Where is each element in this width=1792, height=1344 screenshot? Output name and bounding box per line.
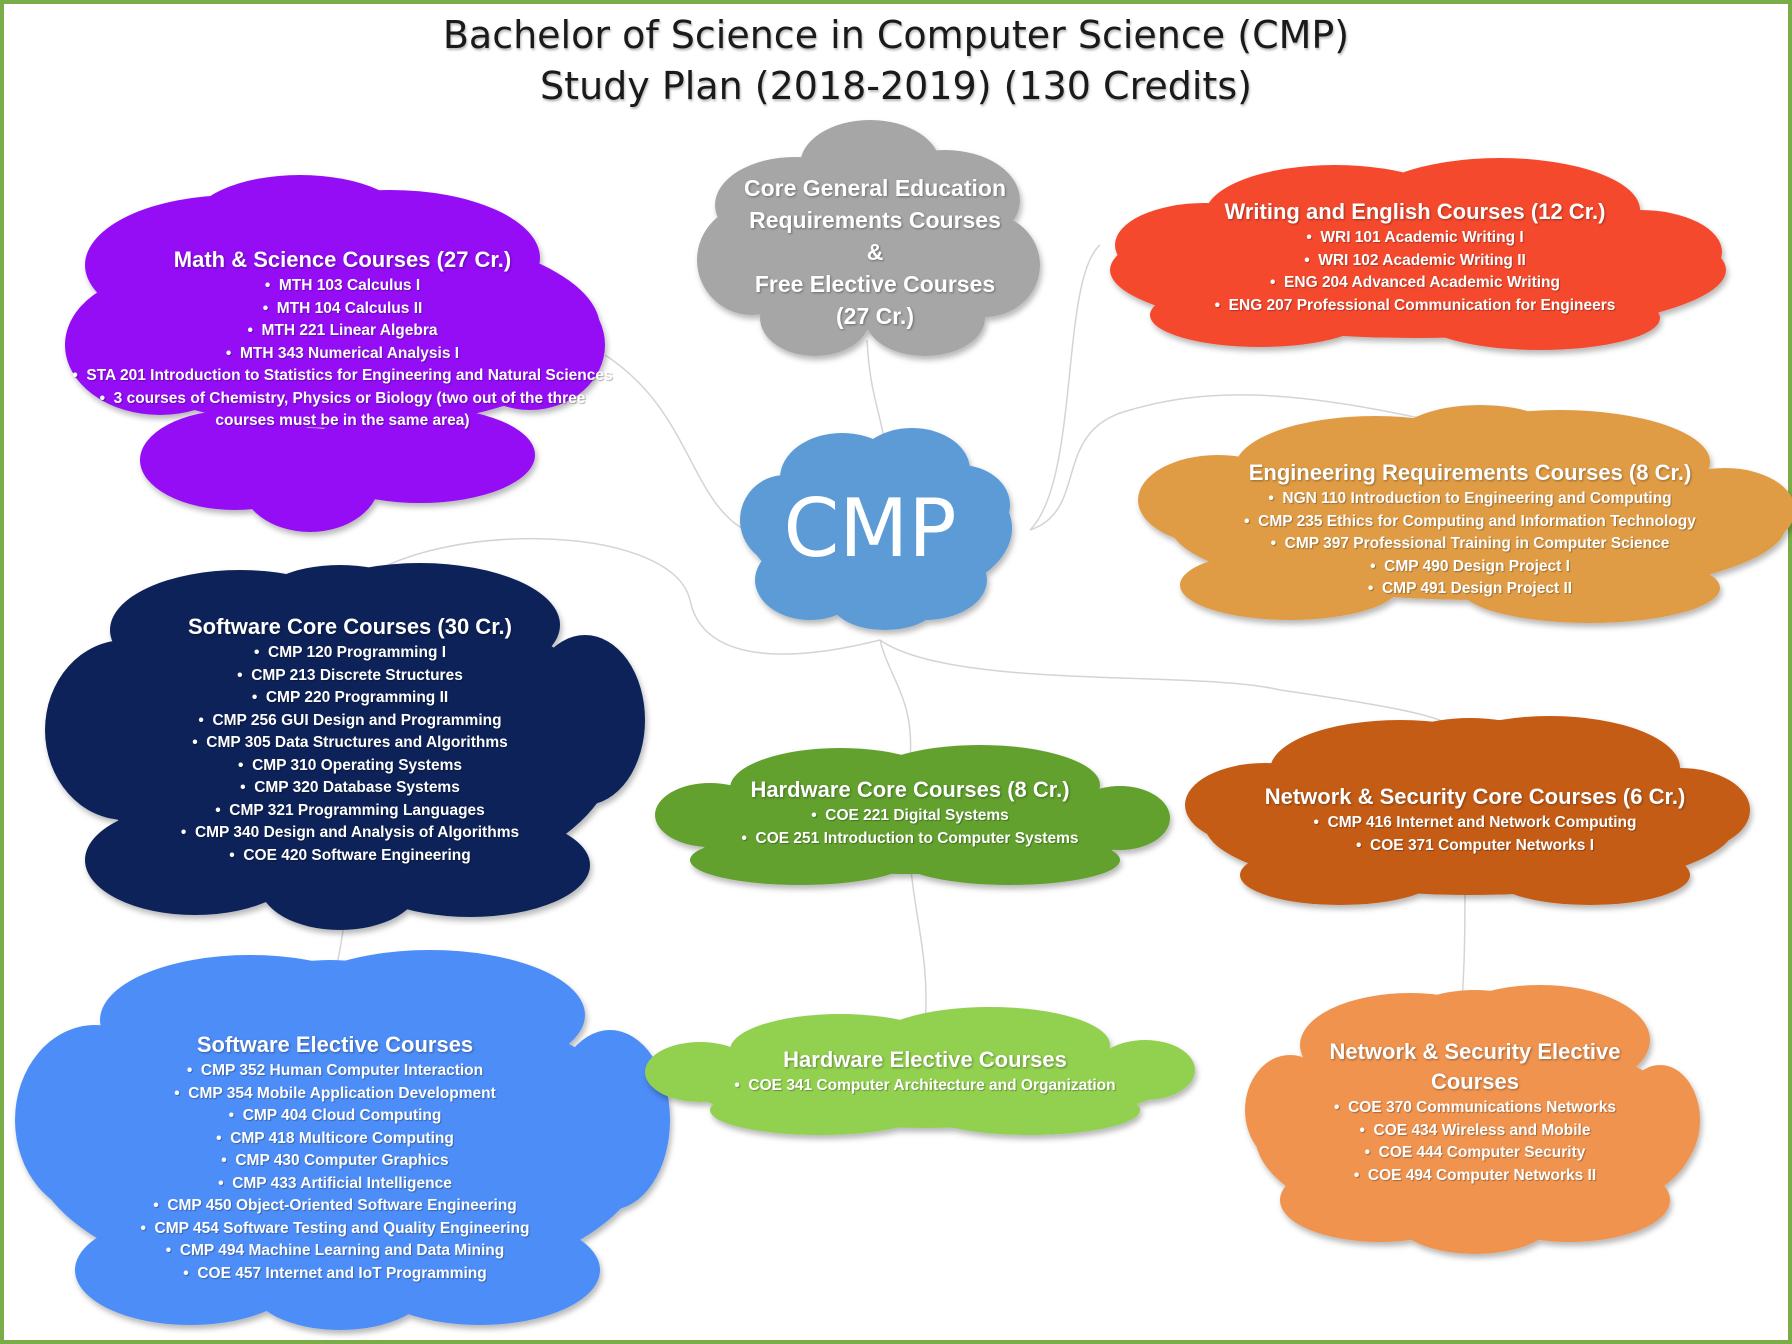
software-core-course: COE 420 Software Engineering — [110, 845, 590, 868]
software-core-course: CMP 213 Discrete Structures — [110, 665, 590, 688]
software-core-course: CMP 220 Programming II — [110, 687, 590, 710]
software-core-course: CMP 340 Design and Analysis of Algorithm… — [110, 822, 590, 845]
software-elective-course: CMP 430 Computer Graphics — [75, 1150, 595, 1173]
group-general: Core General Education Requirements Cour… — [715, 172, 1035, 332]
software-elective-course: CMP 352 Human Computer Interaction — [75, 1060, 595, 1083]
software-core-course: CMP 120 Programming I — [110, 642, 590, 665]
group-software-core: Software Core Courses (30 Cr.) CMP 120 P… — [110, 612, 590, 867]
center-label: CMP — [783, 482, 957, 575]
group-network-elective: Network & Security Elective Courses COE … — [1290, 1037, 1660, 1187]
title-line-1: Bachelor of Science in Computer Science … — [442, 13, 1350, 57]
connector-engineering — [1029, 394, 1451, 531]
math-heading: Math & Science Courses (27 Cr.) — [173, 247, 512, 272]
cloud-center — [740, 428, 1012, 630]
writing-course: ENG 204 Advanced Academic Writing — [1115, 272, 1715, 295]
general-heading-line-2: Requirements Courses — [749, 207, 1001, 233]
software-elective-course: CMP 354 Mobile Application Development — [75, 1083, 595, 1106]
group-hardware-core: Hardware Core Courses (8 Cr.) COE 221 Di… — [700, 775, 1120, 850]
group-network-core: Network & Security Core Courses (6 Cr.) … — [1230, 782, 1720, 857]
software-elective-course: COE 457 Internet and IoT Programming — [75, 1263, 595, 1286]
connector-math — [604, 354, 746, 531]
group-math: Math & Science Courses (27 Cr.) MTH 103 … — [70, 245, 615, 433]
engineering-course: CMP 490 Design Project I — [1160, 556, 1780, 579]
group-engineering: Engineering Requirements Courses (8 Cr.)… — [1160, 458, 1780, 601]
diagram-title: Bachelor of Science in Computer Science … — [0, 10, 1792, 112]
engineering-course: CMP 491 Design Project II — [1160, 578, 1780, 601]
software-elective-course: CMP 418 Multicore Computing — [75, 1128, 595, 1151]
math-course: 3 courses of Chemistry, Physics or Biolo… — [70, 388, 615, 433]
group-hardware-elective: Hardware Elective Courses COE 341 Comput… — [700, 1045, 1150, 1098]
general-heading-line-3: & — [866, 239, 884, 265]
math-course: MTH 104 Calculus II — [70, 298, 615, 321]
software-elective-course: CMP 494 Machine Learning and Data Mining — [75, 1240, 595, 1263]
network-elective-heading-line-1: Network & Security Elective — [1329, 1039, 1621, 1064]
software-elective-course: CMP 404 Cloud Computing — [75, 1105, 595, 1128]
group-writing: Writing and English Courses (12 Cr.) WRI… — [1115, 197, 1715, 317]
hardware-elective-heading: Hardware Elective Courses — [783, 1047, 1067, 1072]
software-elective-heading: Software Elective Courses — [196, 1032, 474, 1057]
engineering-heading: Engineering Requirements Courses (8 Cr.) — [1248, 460, 1692, 485]
software-core-heading: Software Core Courses (30 Cr.) — [188, 614, 512, 639]
network-core-course: COE 371 Computer Networks I — [1230, 835, 1720, 858]
network-elective-course: COE 444 Computer Security — [1290, 1142, 1660, 1165]
writing-course: WRI 101 Academic Writing I — [1115, 227, 1715, 250]
writing-heading: Writing and English Courses (12 Cr.) — [1224, 199, 1606, 224]
network-core-course: CMP 416 Internet and Network Computing — [1230, 812, 1720, 835]
software-core-course: CMP 310 Operating Systems — [110, 755, 590, 778]
connector-software-core — [349, 537, 881, 655]
software-core-course: CMP 256 GUI Design and Programming — [110, 710, 590, 733]
software-core-course: CMP 321 Programming Languages — [110, 800, 590, 823]
network-elective-course: COE 434 Wireless and Mobile — [1290, 1120, 1660, 1143]
cloud-general — [697, 120, 1040, 356]
connector-hardware-elective — [909, 859, 927, 1026]
hardware-elective-course: COE 341 Computer Architecture and Organi… — [700, 1075, 1150, 1098]
general-heading-line-4: Free Elective Courses — [754, 271, 996, 297]
software-elective-course: CMP 450 Object-Oriented Software Enginee… — [75, 1195, 595, 1218]
math-course: STA 201 Introduction to Statistics for E… — [70, 365, 615, 388]
general-heading-line-5: (27 Cr.) — [836, 303, 914, 329]
software-core-course: CMP 305 Data Structures and Algorithms — [110, 732, 590, 755]
network-core-heading: Network & Security Core Courses (6 Cr.) — [1264, 784, 1686, 809]
network-elective-heading-line-2: Courses — [1430, 1069, 1520, 1094]
hardware-core-course: COE 221 Digital Systems — [700, 805, 1120, 828]
writing-course: ENG 207 Professional Communication for E… — [1115, 295, 1715, 318]
network-elective-course: COE 494 Computer Networks II — [1290, 1165, 1660, 1188]
software-core-course: CMP 320 Database Systems — [110, 777, 590, 800]
hardware-core-heading: Hardware Core Courses (8 Cr.) — [750, 777, 1070, 802]
software-elective-course: CMP 433 Artificial Intelligence — [75, 1173, 595, 1196]
network-elective-course: COE 370 Communications Networks — [1290, 1097, 1660, 1120]
software-elective-course: CMP 454 Software Testing and Quality Eng… — [75, 1218, 595, 1241]
connector-hardware-core — [879, 639, 912, 761]
general-heading-line-1: Core General Education — [743, 175, 1006, 201]
title-line-2: Study Plan (2018-2019) (130 Credits) — [540, 64, 1252, 108]
connector-writing — [1029, 244, 1101, 531]
writing-course: WRI 102 Academic Writing II — [1115, 250, 1715, 273]
hardware-core-course: COE 251 Introduction to Computer Systems — [700, 828, 1120, 851]
engineering-course: CMP 397 Professional Training in Compute… — [1160, 533, 1780, 556]
engineering-course: NGN 110 Introduction to Engineering and … — [1160, 488, 1780, 511]
math-course: MTH 343 Numerical Analysis I — [70, 343, 615, 366]
engineering-course: CMP 235 Ethics for Computing and Informa… — [1160, 511, 1780, 534]
math-course: MTH 221 Linear Algebra — [70, 320, 615, 343]
group-software-elective: Software Elective Courses CMP 352 Human … — [75, 1030, 595, 1285]
math-course: MTH 103 Calculus I — [70, 275, 615, 298]
